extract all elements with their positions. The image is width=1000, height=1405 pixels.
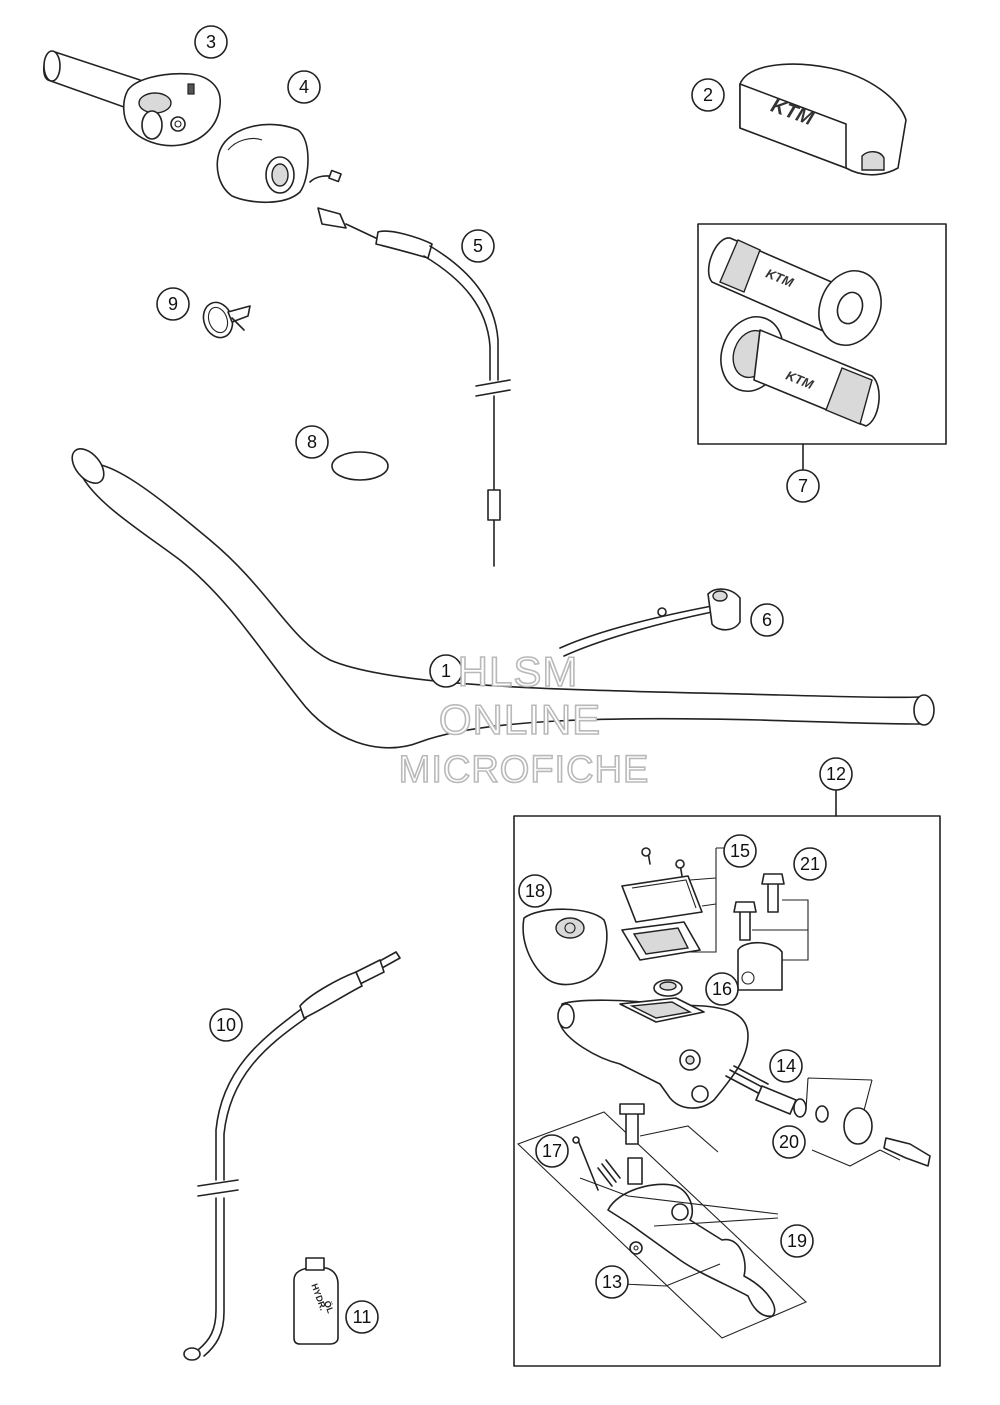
svg-text:13: 13: [602, 1272, 622, 1292]
clutch-master-cylinder-box: [513, 789, 941, 1367]
callout-8[interactable]: 8: [295, 425, 329, 459]
callout-13[interactable]: 13: [595, 1265, 629, 1299]
callout-5[interactable]: 5: [461, 229, 495, 263]
master-cylinder-cover: [522, 908, 608, 986]
watermark: HLSM ONLINE MICROFICHE: [398, 647, 650, 792]
callout-11[interactable]: 11: [345, 1300, 379, 1334]
callout-17[interactable]: 17: [535, 1134, 569, 1168]
bleed-plug: [653, 979, 683, 997]
svg-text:6: 6: [762, 610, 772, 630]
grip-set-box: KTM KTM: [697, 223, 947, 471]
clamp-assembly: [733, 873, 809, 991]
throttle-cover: [216, 123, 309, 204]
svg-text:14: 14: [776, 1056, 796, 1076]
callout-2[interactable]: 2: [691, 78, 725, 112]
callout-18[interactable]: 18: [518, 874, 552, 908]
handlebar-pad: KTM: [739, 63, 907, 176]
svg-text:4: 4: [299, 77, 309, 97]
callout-19[interactable]: 19: [780, 1224, 814, 1258]
callout-15[interactable]: 15: [723, 834, 757, 868]
svg-text:17: 17: [542, 1141, 562, 1161]
svg-text:18: 18: [525, 881, 545, 901]
bottle-label-line2: ÖL: [322, 1299, 336, 1315]
svg-text:5: 5: [473, 236, 483, 256]
svg-text:19: 19: [787, 1231, 807, 1251]
svg-text:21: 21: [800, 854, 820, 874]
svg-text:8: 8: [307, 432, 317, 452]
svg-text:1: 1: [441, 661, 451, 681]
callout-9[interactable]: 9: [156, 287, 190, 321]
callout-1[interactable]: 1: [429, 654, 463, 688]
svg-text:11: 11: [353, 1307, 372, 1327]
lever-kit: [516, 1103, 807, 1339]
callout-4[interactable]: 4: [287, 70, 321, 104]
watermark-line2: ONLINE: [439, 696, 601, 743]
circlip-sleeve-pin: [811, 1105, 931, 1167]
o-ring: [331, 451, 389, 481]
cable-tie: [202, 301, 251, 339]
svg-text:12: 12: [826, 764, 846, 784]
watermark-line1: HLSM: [458, 648, 579, 695]
svg-text:7: 7: [798, 476, 808, 496]
clutch-line: [183, 951, 401, 1361]
hydraulic-oil-bottle: HYDR. ÖL: [293, 1257, 339, 1345]
svg-text:20: 20: [779, 1132, 799, 1152]
callout-6[interactable]: 6: [750, 603, 784, 637]
reservoir-lid-assembly: [621, 847, 750, 961]
callout-14[interactable]: 14: [769, 1049, 803, 1083]
throttle-cable: [309, 169, 511, 567]
callout-12[interactable]: 12: [819, 757, 853, 791]
handlebar: [71, 448, 935, 749]
callout-16[interactable]: 16: [705, 972, 739, 1006]
svg-text:16: 16: [712, 979, 732, 999]
hot-start-lever: [559, 588, 741, 657]
svg-text:2: 2: [703, 85, 713, 105]
callout-3[interactable]: 3: [194, 25, 228, 59]
svg-text:3: 3: [206, 32, 216, 52]
callout-21[interactable]: 21: [793, 847, 827, 881]
callout-20[interactable]: 20: [772, 1125, 806, 1159]
svg-text:9: 9: [168, 294, 178, 314]
watermark-line3: MICROFICHE: [399, 749, 650, 791]
throttle-assembly: [43, 50, 221, 147]
svg-text:10: 10: [216, 1015, 236, 1035]
callout-7[interactable]: 7: [786, 469, 820, 503]
svg-text:15: 15: [730, 841, 750, 861]
callout-10[interactable]: 10: [209, 1008, 243, 1042]
adjuster-rod: [725, 1065, 873, 1119]
